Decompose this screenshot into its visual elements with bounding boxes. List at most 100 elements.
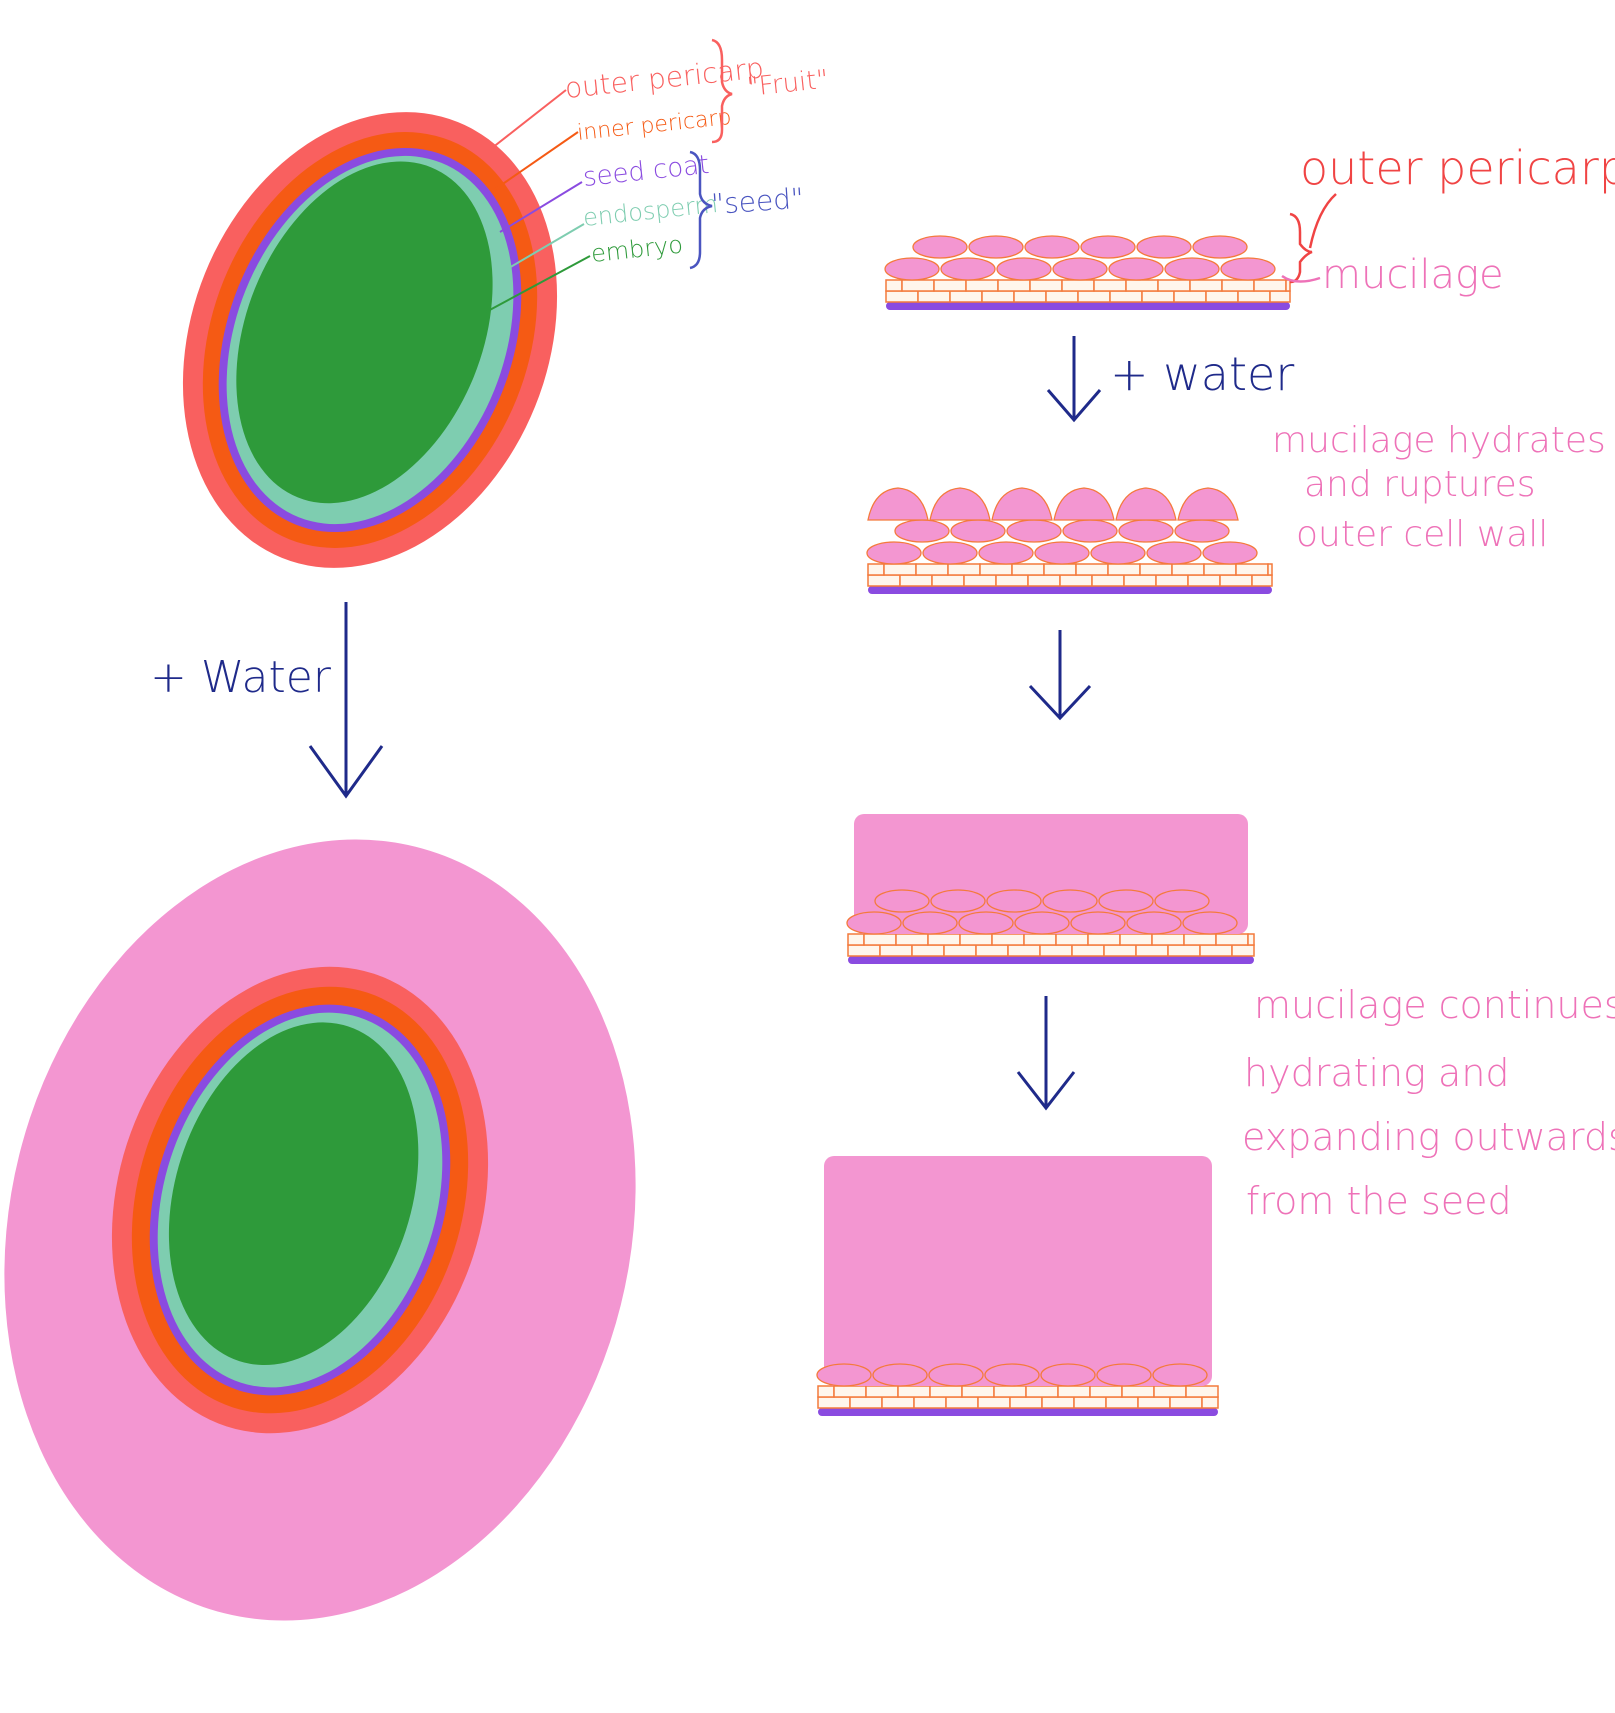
outer-pericarp-cell [1154,889,1210,913]
label-seed: "seed" [710,182,805,221]
label-outer-pericarp: outer pericarp [563,51,765,105]
outer-pericarp-cell [902,911,958,935]
right-arrow-1 [1046,336,1102,423]
inner-pericarp-cell [867,563,885,576]
inner-pericarp-cell [1077,290,1111,303]
inner-pericarp-cell [1091,574,1125,587]
dry-embryo [236,161,493,504]
leader-embryo [485,255,591,313]
inner-pericarp-cell [1251,574,1273,587]
inner-pericarp-cell [1013,290,1047,303]
inner-pericarp-cell [867,574,901,587]
right-arrow-3 [1016,996,1076,1111]
inner-pericarp-cell [865,1385,899,1398]
seed-coat-layer [868,586,1272,594]
seed-coat-layer [848,956,1254,964]
inner-pericarp-cell [945,1396,979,1409]
inner-pericarp-cell [1103,944,1137,957]
inner-pericarp-cell [881,1396,915,1409]
outer-pericarp-cell [968,235,1024,259]
brace-fruit [711,38,733,144]
inner-pericarp-cell [1247,933,1255,946]
inner-pericarp-cell [1215,933,1249,946]
inner-pericarp-cell [1167,944,1201,957]
inner-pericarp-cell [1183,933,1217,946]
note-hydrates-line-2: and ruptures [1304,464,1536,505]
inner-pericarp-cell [931,574,965,587]
outer-pericarp-cell [894,519,950,543]
inner-pericarp-cell [1023,933,1057,946]
outer-pericarp-cell [1126,911,1182,935]
inner-pericarp-cell [981,290,1015,303]
inner-pericarp-cell [1267,563,1273,576]
outer-pericarp-cell [1052,257,1108,281]
inner-pericarp-cell [1189,279,1223,292]
inner-pericarp-cell [1139,563,1173,576]
inner-pericarp-cell [1071,944,1105,957]
ruptured-cell [1115,487,1177,521]
inner-pericarp-cell [901,279,935,292]
ruptured-cell [1053,487,1115,521]
outer-pericarp-cell [1080,235,1136,259]
inner-pericarp-cell [1185,1385,1219,1398]
inner-pericarp-cell [949,290,983,303]
outer-pericarp-cell [1220,257,1276,281]
inner-pericarp-cell [817,1396,851,1409]
outer-pericarp-cell [940,257,996,281]
inner-pericarp-cell [1203,563,1237,576]
inner-pericarp-cell [1201,1396,1219,1409]
inner-pericarp-cell [863,933,897,946]
inner-pericarp-cell [1107,563,1141,576]
inner-pericarp-cell [1171,563,1205,576]
stage-1-dry-section [884,235,1291,310]
inner-pericarp-cell [927,933,961,946]
inner-pericarp-cell [1059,574,1093,587]
outer-pericarp-cell [996,257,1052,281]
outer-pericarp-cell [872,1363,928,1387]
outer-pericarp-cell [1152,1363,1208,1387]
inner-pericarp-cell [993,1385,1027,1398]
left-water-arrow [308,602,384,799]
inner-pericarp-cell [1043,563,1077,576]
outer-pericarp-cell [1108,257,1164,281]
outer-pericarp-cell [958,911,1014,935]
leader-outer-pericarp [491,89,567,149]
ruptured-cell [991,487,1053,521]
outer-pericarp-cell [1174,519,1230,543]
inner-pericarp-cell [1105,1396,1139,1409]
inner-pericarp-cell [1041,1396,1075,1409]
outer-pericarp-cell [866,541,922,565]
outer-pericarp-cell [816,1363,872,1387]
outer-pericarp-cell [1034,541,1090,565]
inner-pericarp-cell [1141,290,1175,303]
inner-pericarp-cell [1157,279,1191,292]
inner-pericarp-cell [899,574,933,587]
inner-pericarp-cell [933,279,967,292]
inner-pericarp-cell [959,933,993,946]
wet-embryo [168,1022,419,1366]
label-leaders [485,89,591,313]
inner-pericarp-cell [979,563,1013,576]
inner-pericarp-cell [1027,574,1061,587]
label-embryo: embryo [590,230,685,267]
outer-pericarp-cell [1040,1363,1096,1387]
inner-pericarp-cell [1061,279,1095,292]
inner-pericarp-cell [885,279,903,292]
hydrated-seed [4,839,636,1621]
inner-pericarp-cell [833,1385,867,1398]
outer-pericarp-cell [978,541,1034,565]
inner-pericarp-cell [1123,574,1157,587]
inner-pericarp-cell [1205,290,1239,303]
inner-pericarp-cell [1045,290,1079,303]
note-hydrates-line-1: mucilage hydrates [1272,420,1606,461]
inner-pericarp-cell [883,563,917,576]
inner-pericarp-cell [1137,1396,1171,1409]
leader-endosperm [501,223,585,273]
outer-pericarp-cell [1164,257,1220,281]
inner-pericarp-cell [1155,574,1189,587]
left-arrow-head [308,745,384,799]
inner-pericarp-cell [1253,279,1287,292]
inner-pericarp-cell [1221,279,1255,292]
